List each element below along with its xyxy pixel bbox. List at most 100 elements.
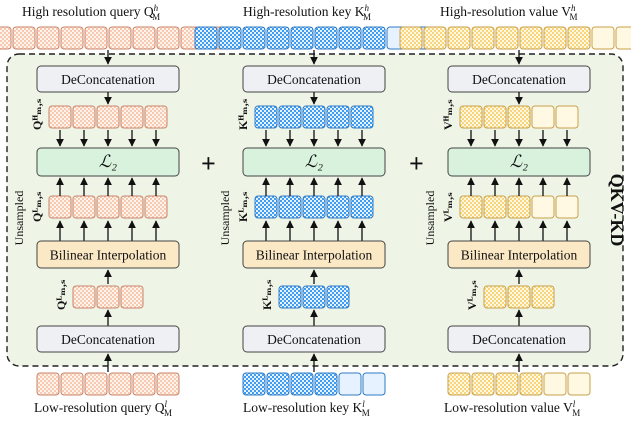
value-deconcat-bottom: DeConcatenation	[447, 325, 591, 353]
value-low-input-tokens-cell	[471, 372, 495, 396]
value-low-split-tokens	[483, 285, 555, 309]
value-bilinear-label: Bilinear Interpolation	[461, 248, 578, 263]
key-high-input-tokens-cell	[338, 26, 362, 50]
query-high-input-tokens-cell	[156, 26, 180, 50]
query-up-split-tokens-cell	[96, 195, 120, 219]
value-deconcat-bottom-frame	[447, 325, 591, 353]
value-low-symbol: Vᴸₘ,ₛ	[465, 280, 479, 310]
query-up-symbol: Qᴸₘ,ₛ	[30, 191, 44, 222]
key-low-input-tokens	[242, 372, 386, 396]
query-deconcat-top-label: DeConcatenation	[61, 72, 155, 87]
key-bilinear: Bilinear Interpolation	[242, 240, 386, 269]
value-high-symbol: Vᴴₘ,ₛ	[441, 99, 455, 130]
key-up-symbol: Kᴸₘ,ₛ	[236, 191, 250, 222]
query-high-split-tokens	[48, 105, 168, 129]
query-high-input-tokens-cell	[12, 26, 36, 50]
query-low-split-tokens-cell	[120, 285, 144, 309]
top-value-sub: M	[569, 12, 577, 22]
key-up-split-tokens	[254, 195, 374, 219]
key-low-input-tokens-cell	[314, 372, 338, 396]
key-low-split-tokens-cell	[302, 285, 326, 309]
query-low-split-tokens-cell	[96, 285, 120, 309]
query-up-split-tokens	[48, 195, 168, 219]
value-high-input-tokens-cell	[495, 26, 519, 50]
key-low-split-tokens-cell	[278, 285, 302, 309]
value-low-input-tokens	[447, 372, 591, 396]
key-bilinear-label: Bilinear Interpolation	[256, 248, 373, 263]
value-l2-loss-frame	[447, 147, 591, 177]
query-high-split-tokens-cell	[96, 105, 120, 129]
query-low-input-tokens-cell	[132, 372, 156, 396]
value-low-input-tokens-cell	[495, 372, 519, 396]
value-low-input-tokens-cell	[519, 372, 543, 396]
value-bilinear-frame	[447, 240, 591, 269]
query-high-input-tokens-cell	[0, 26, 12, 50]
bot-query-sub: M	[164, 408, 172, 418]
query-l2-loss-label: ℒ₂	[99, 152, 117, 171]
value-up-split-tokens-cell	[531, 195, 555, 219]
key-high-input-tokens-cell	[266, 26, 290, 50]
value-up-symbol: Vᴸₘ,ₛ	[441, 192, 455, 222]
key-high-split-tokens-cell	[254, 105, 278, 129]
bot-key-sub: M	[362, 408, 370, 418]
key-up-split-tokens-cell	[278, 195, 302, 219]
key-low-input-tokens-cell	[290, 372, 314, 396]
key-up-split-tokens-cell	[302, 195, 326, 219]
value-deconcat-bottom-label: DeConcatenation	[472, 332, 566, 347]
top-value-sup: h	[571, 3, 576, 13]
value-low-input-tokens-cell	[567, 372, 591, 396]
value-high-input-tokens-cell	[471, 26, 495, 50]
svg-text:High resolution query QhM: High resolution query QhM	[22, 3, 160, 22]
key-up-split-tokens-cell	[254, 195, 278, 219]
value-up-split-tokens-cell	[459, 195, 483, 219]
query-low-split-tokens-cell	[72, 285, 96, 309]
query-bilinear: Bilinear Interpolation	[36, 240, 180, 269]
query-deconcat-top: DeConcatenation	[36, 65, 180, 93]
query-low-split-tokens	[72, 285, 144, 309]
value-high-input-tokens-cell	[447, 26, 471, 50]
value-up-split-tokens-cell	[507, 195, 531, 219]
key-low-split-tokens	[278, 285, 350, 309]
value-up-split-tokens-cell	[483, 195, 507, 219]
value-low-split-tokens-cell	[507, 285, 531, 309]
value-high-split-tokens-cell	[555, 105, 579, 129]
key-high-input-tokens-cell	[362, 26, 386, 50]
value-low-split-tokens-cell	[483, 285, 507, 309]
key-high-input-tokens-cell	[194, 26, 218, 50]
key-high-input-tokens	[194, 26, 434, 50]
query-low-input-tokens-cell	[60, 372, 84, 396]
svg-text:High-resolution value VhM: High-resolution value VhM	[440, 3, 578, 22]
value-unsampled-label: Unsampled	[423, 191, 437, 246]
top-query-sub: M	[152, 12, 160, 22]
query-high-input-tokens-cell	[36, 26, 60, 50]
key-deconcat-bottom-frame	[242, 325, 386, 353]
query-high-input-tokens-cell	[60, 26, 84, 50]
value-high-input-tokens-cell	[399, 26, 423, 50]
key-low-input-tokens-cell	[242, 372, 266, 396]
key-deconcat-top: DeConcatenation	[242, 65, 386, 93]
key-unsampled-label: Unsampled	[218, 191, 232, 246]
key-high-input-tokens-cell	[314, 26, 338, 50]
query-bilinear-frame	[36, 240, 180, 269]
value-high-split-tokens	[459, 105, 579, 129]
key-l2-loss-label: ℒ₂	[305, 152, 323, 171]
value-high-input-tokens-cell	[423, 26, 447, 50]
top-key-sup: h	[364, 3, 369, 13]
key-bilinear-frame	[242, 240, 386, 269]
key-high-split-tokens-cell	[350, 105, 374, 129]
value-up-split-tokens	[459, 195, 579, 219]
key-high-input-tokens-cell	[290, 26, 314, 50]
value-deconcat-top: DeConcatenation	[447, 65, 591, 93]
query-high-input-tokens-cell	[108, 26, 132, 50]
query-deconcat-bottom-label: DeConcatenation	[61, 332, 155, 347]
key-high-symbol: Kᴴₘ,ₛ	[236, 98, 250, 130]
value-deconcat-top-label: DeConcatenation	[472, 72, 566, 87]
query-high-split-tokens-cell	[120, 105, 144, 129]
